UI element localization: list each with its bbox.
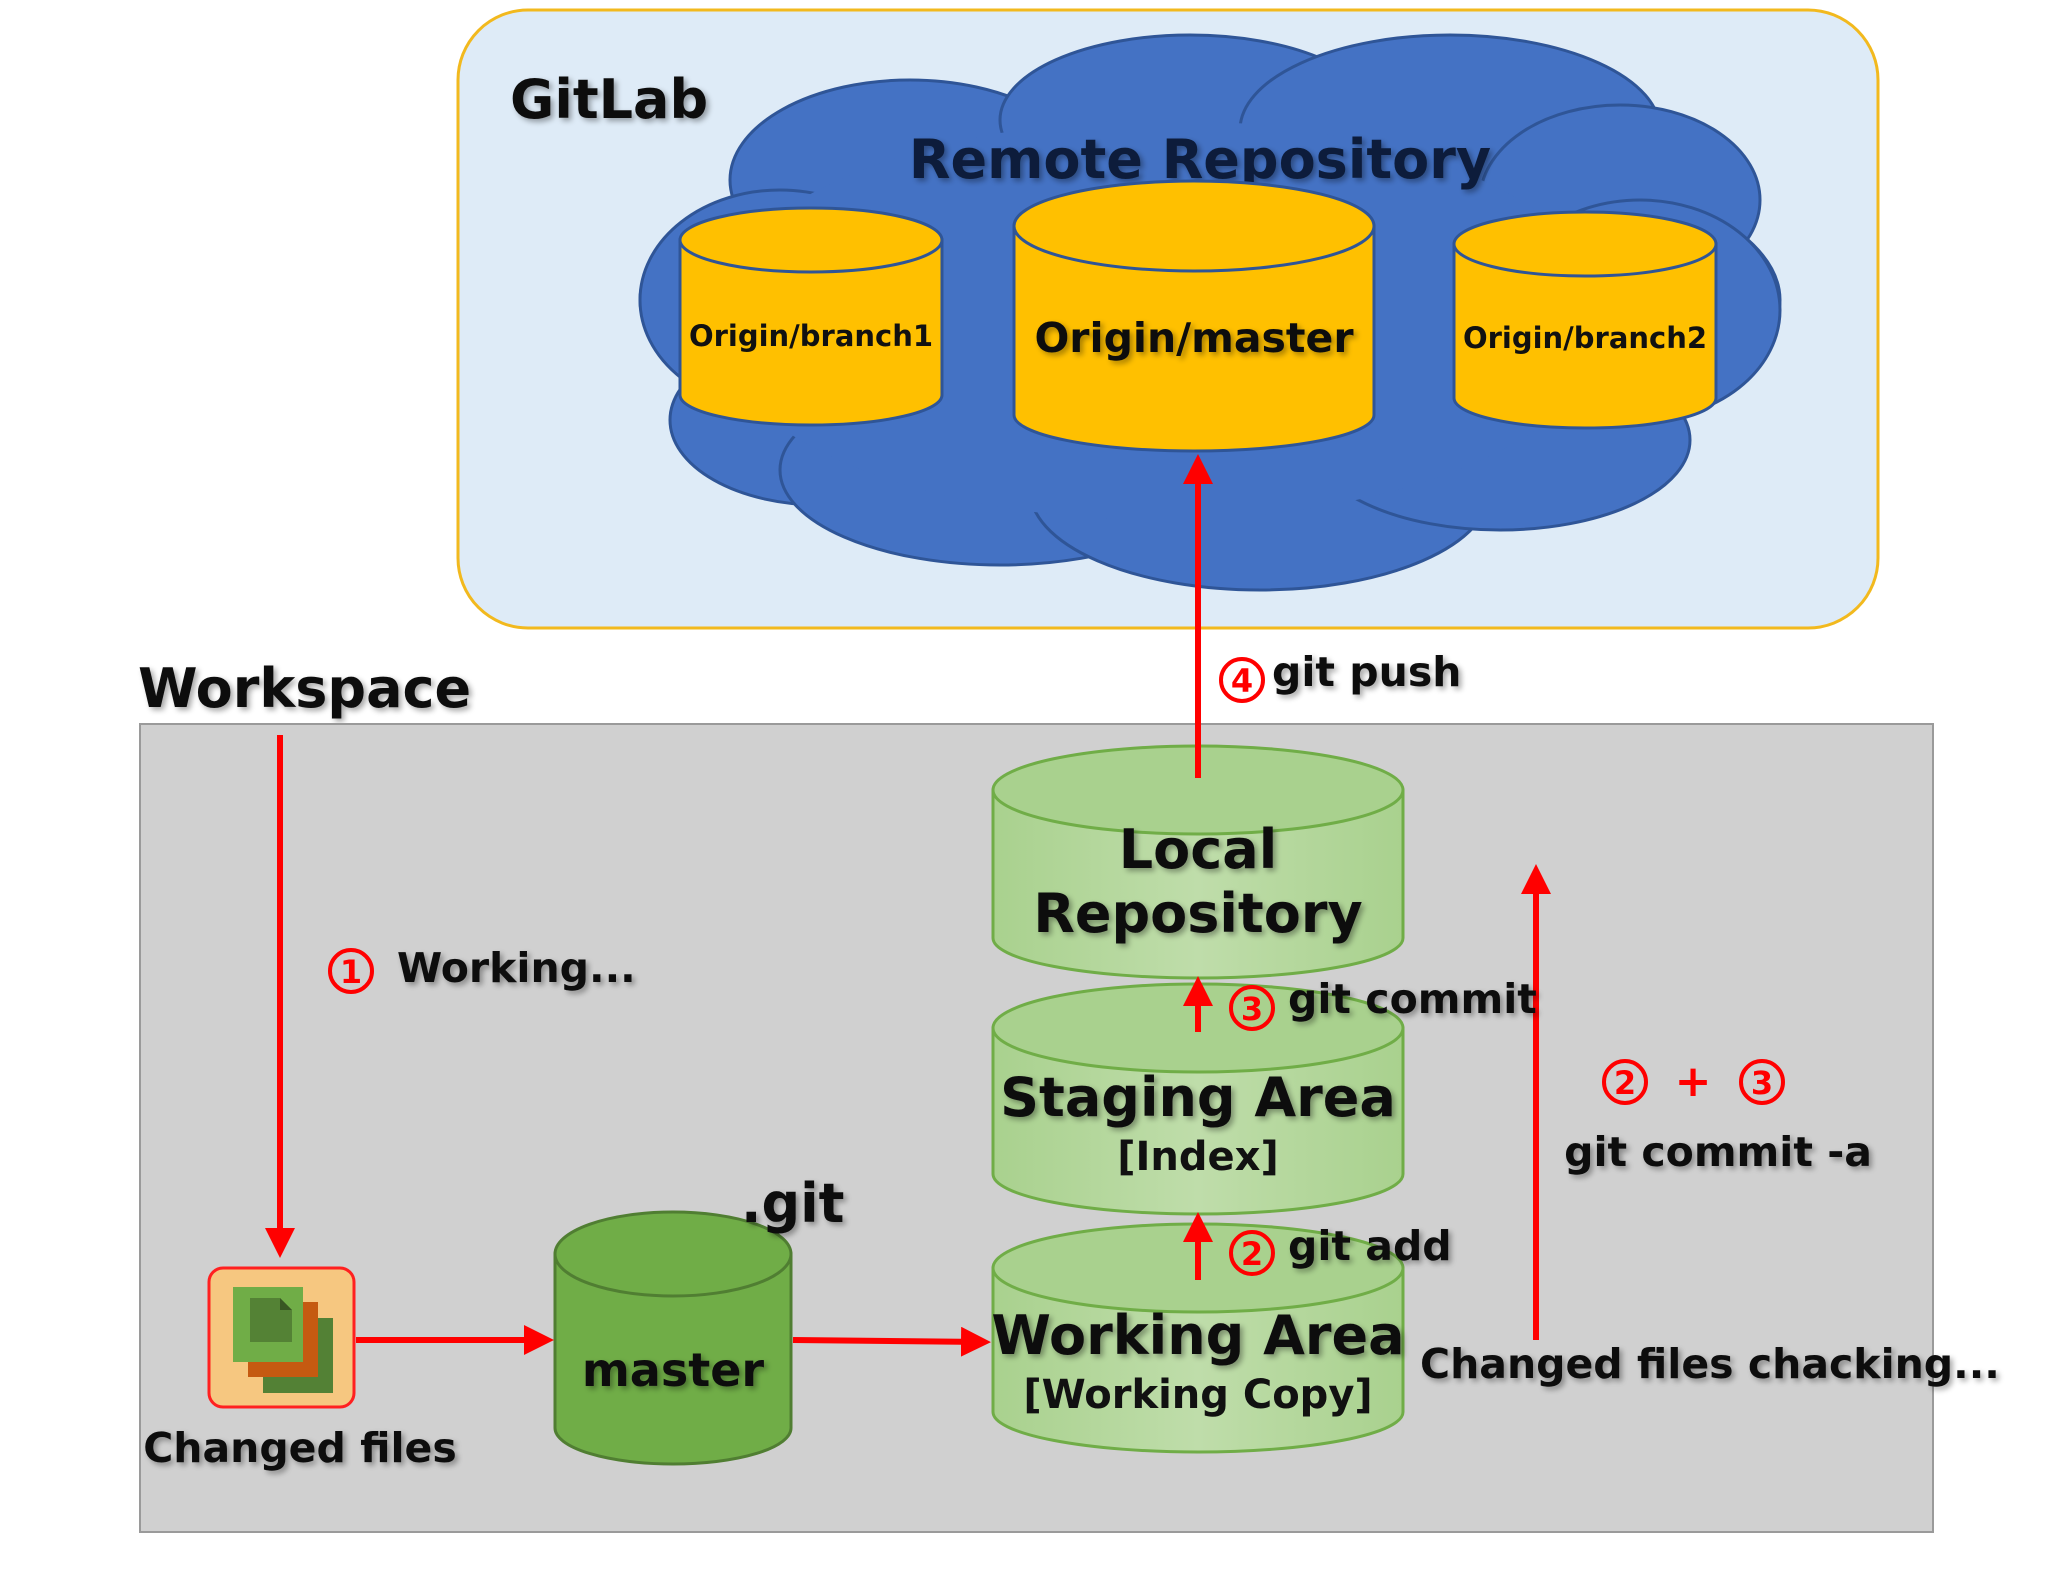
local-repository-cylinder [991, 744, 1405, 980]
step4-text: git push [1272, 648, 1461, 696]
flow-arrows [265, 454, 1551, 1357]
origin-branch1-cylinder [678, 206, 944, 427]
origin-branch2-label: Origin/branch2 [1463, 321, 1707, 355]
origin-branch2-cylinder [1452, 210, 1718, 430]
git-master-cylinder [553, 1210, 793, 1466]
staging-area-line2: [Index] [1117, 1134, 1278, 1180]
gitlab-label: GitLab [510, 68, 708, 131]
working-area-line2: [Working Copy] [1023, 1372, 1372, 1418]
step4-marker: 4 [1219, 657, 1265, 703]
origin-branch1-label: Origin/branch1 [689, 319, 933, 353]
git-master-label: master [582, 1343, 765, 1397]
changed-files-label: Changed files [143, 1424, 457, 1472]
git-dir-label: .git [741, 1172, 845, 1235]
local-repository-line1: Local [1119, 818, 1277, 881]
working-area-line1: Working Area [991, 1304, 1404, 1367]
svg-text:+: + [1675, 1056, 1712, 1107]
svg-text:3: 3 [1241, 990, 1263, 1028]
step1-text: Working... [397, 944, 636, 992]
changed-files-checking-text: Changed files chacking... [1420, 1340, 2000, 1388]
combo-step-text: git commit -a [1564, 1128, 1872, 1176]
origin-master-cylinder [1012, 179, 1376, 453]
step1-marker: 1 [328, 948, 374, 994]
svg-text:2: 2 [1241, 1235, 1263, 1273]
workspace-label: Workspace [138, 657, 471, 720]
combo-step-marker: 2 + 3 [1602, 1056, 1785, 1107]
svg-text:2: 2 [1614, 1064, 1636, 1102]
origin-master-label: Origin/master [1034, 314, 1354, 362]
step3-marker: 3 [1229, 985, 1275, 1031]
step2-marker: 2 [1229, 1230, 1275, 1276]
staging-area-cylinder [991, 982, 1405, 1216]
step2-text: git add [1288, 1222, 1452, 1270]
local-repository-line2: Repository [1033, 882, 1362, 945]
step3-text: git commit [1288, 975, 1537, 1023]
documents-stack-icon [207, 1266, 356, 1409]
staging-area-line1: Staging Area [1000, 1066, 1396, 1129]
svg-text:4: 4 [1231, 662, 1253, 700]
svg-text:3: 3 [1751, 1064, 1773, 1102]
arrow-master-to-working-area [792, 1326, 991, 1357]
svg-text:1: 1 [340, 953, 362, 991]
